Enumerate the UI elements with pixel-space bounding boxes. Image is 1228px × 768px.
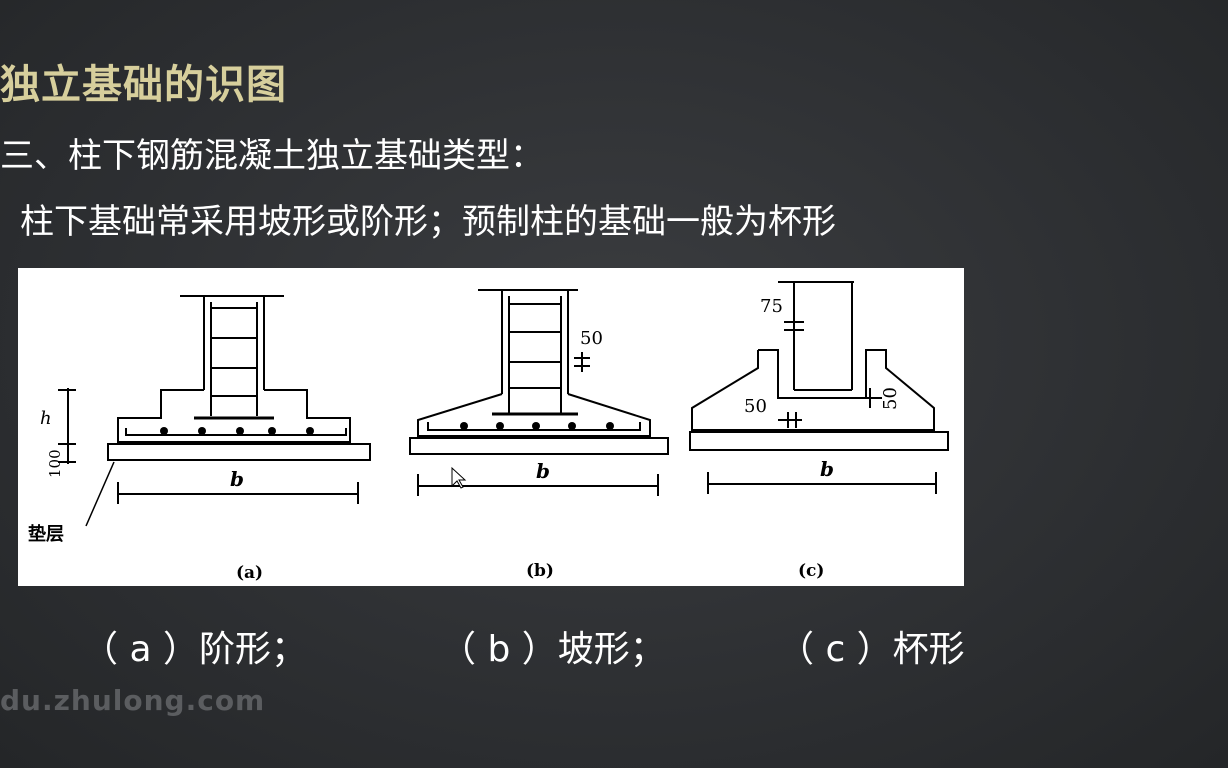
slide-subtitle: 三、柱下钢筋混凝土独立基础类型：	[0, 136, 544, 176]
dim-label-a-100: 100	[46, 449, 64, 478]
sub-label-c: (c)	[798, 561, 824, 581]
dim-label-b-50: 50	[580, 328, 603, 349]
dim-label-a-b: b	[230, 467, 244, 491]
sub-label-b: (b)	[526, 561, 554, 581]
diagram-b-sloped	[409, 289, 669, 496]
caption-sloped: （ b ）坡形；	[440, 629, 666, 670]
diagram-c-cup	[689, 281, 949, 494]
slide-title: 独立基础的识图	[0, 62, 287, 108]
caption-cup: （ c ）杯形	[778, 629, 965, 670]
cushion-label: 垫层	[28, 523, 64, 545]
dim-label-c-50-left: 50	[744, 396, 767, 417]
dim-label-a-h: h	[40, 408, 52, 429]
diagram-a-stepped	[58, 295, 371, 527]
sub-label-a: (a)	[236, 563, 263, 583]
dim-label-b-b: b	[536, 459, 550, 483]
dim-label-c-50-right: 50	[880, 387, 901, 410]
slide-description: 柱下基础常采用坡形或阶形；预制柱的基础一般为杯形	[20, 202, 836, 242]
dim-label-c-b: b	[820, 457, 834, 481]
foundation-diagram: h 100 b 垫层 50 b 75 50 50 b (a) (b) (c)	[28, 281, 949, 583]
watermark-text: du.zhulong.com	[0, 684, 266, 717]
foundation-types-figure: h 100 b 垫层 50 b 75 50 50 b (a) (b) (c)	[18, 268, 964, 586]
caption-row: （ a ）阶形； （ b ）坡形； （ c ）杯形	[0, 620, 1228, 680]
caption-stepped: （ a ）阶形；	[82, 629, 307, 670]
dim-label-c-75: 75	[760, 296, 783, 317]
